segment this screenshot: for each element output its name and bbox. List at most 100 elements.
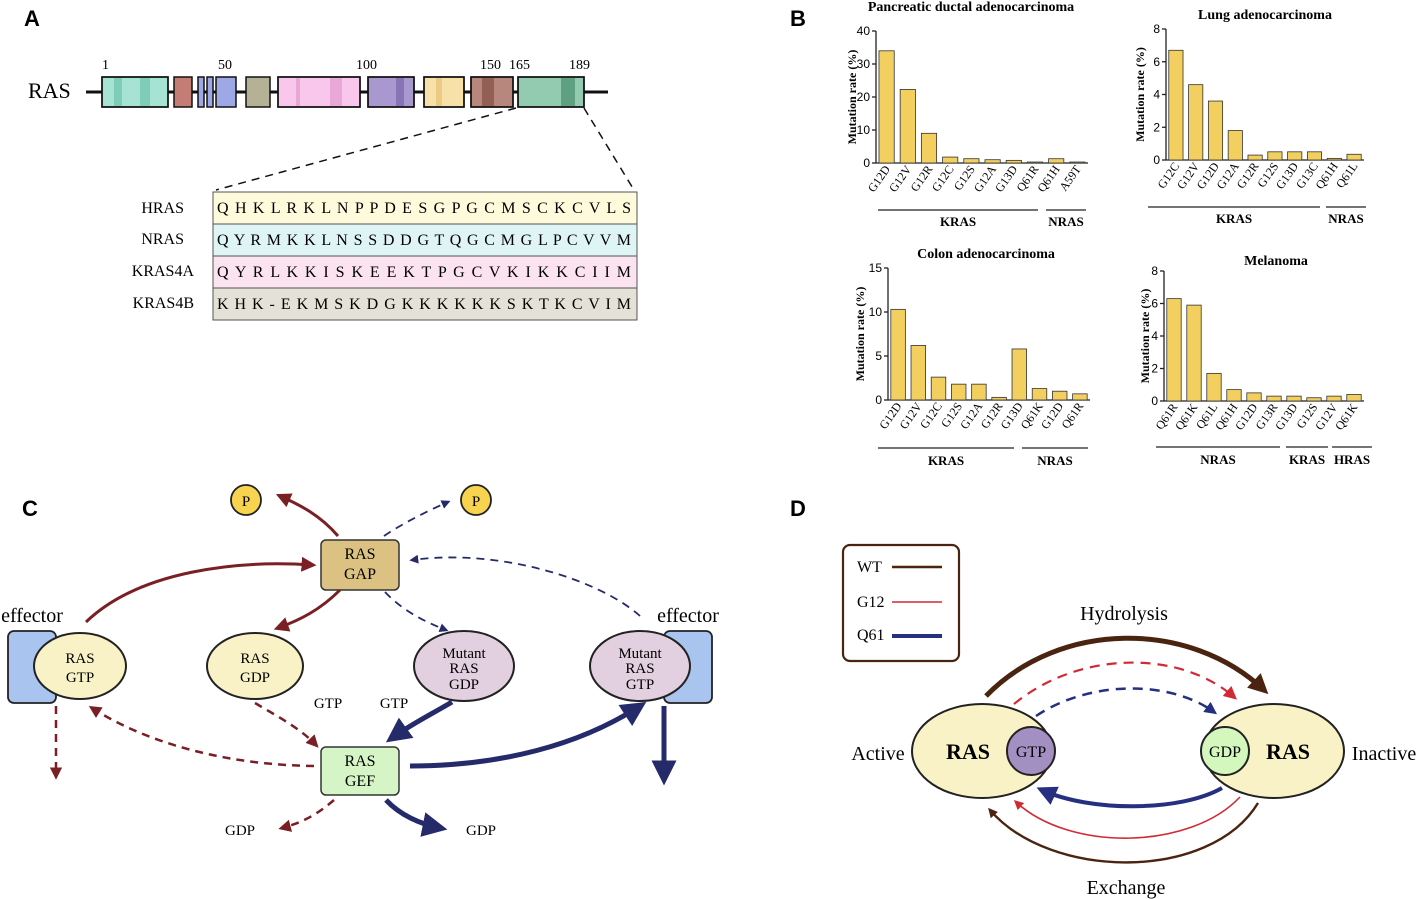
- gene-name-nras: NRAS: [141, 231, 184, 248]
- effector-label-left: effector: [1, 605, 63, 627]
- domain-block: [423, 76, 465, 108]
- mutant-arrows: [383, 500, 677, 837]
- y-tick-label: 0: [1151, 394, 1158, 408]
- ras-gef-label-1: RAS: [344, 753, 375, 770]
- bar-g12a: [1227, 130, 1243, 161]
- bar-g12s: [1267, 151, 1283, 161]
- gef-to-ras-gtp-arrow: [88, 705, 315, 768]
- mutant-ras-gtp-label-2: RAS: [625, 661, 654, 677]
- x-tick-label: Q61H: [1312, 159, 1340, 191]
- y-tick-label: 6: [1153, 55, 1160, 69]
- y-tick-label: 2: [1151, 362, 1158, 376]
- y-tick-label: 8: [1151, 264, 1158, 278]
- gap-to-phosphate-right-arrow: [383, 500, 451, 537]
- domain-block: [206, 76, 214, 108]
- bar-q61r: [1072, 393, 1088, 401]
- hydrolysis-label: Hydrolysis: [1080, 603, 1168, 625]
- bar-g12v: [899, 89, 916, 164]
- x-tick-label: Q61H: [1034, 162, 1062, 194]
- bar-g12v: [1188, 84, 1204, 161]
- y-tick-label: 0: [1153, 153, 1160, 167]
- hydrolysis-g12-arrow: [1013, 661, 1237, 705]
- chart-title: Melanoma: [1244, 254, 1308, 269]
- bar-g12c: [1168, 49, 1184, 161]
- x-tick-label: Q61R: [1058, 400, 1086, 432]
- position-label-165: 165: [509, 58, 530, 73]
- exchange-q61-arrow: [1036, 786, 1223, 809]
- bar-g13d: [1005, 159, 1022, 164]
- bar-g12d: [1246, 392, 1262, 402]
- gtp-bound-circle: [1006, 726, 1056, 776]
- x-tick-label: A59T: [1056, 162, 1084, 194]
- ras-gap-box: [320, 539, 400, 591]
- domain-block: [367, 76, 415, 108]
- mutation-chart-1: Pancreatic ductal adenocarcinomaMutation…: [845, 0, 1088, 229]
- phosphate-left: P: [230, 484, 262, 516]
- group-label: NRAS: [1200, 452, 1235, 467]
- bar-g12s: [951, 383, 967, 401]
- mutant-ras-gtp-node: [589, 630, 691, 702]
- ras-gtp-label-1: RAS: [65, 651, 94, 667]
- gdp-label-left: GDP: [225, 823, 255, 839]
- bar-g12d: [1207, 100, 1224, 161]
- phosphate-label: P: [242, 494, 250, 510]
- bar-g12a: [984, 159, 1001, 164]
- ras-gtp-to-gap-arrow: [84, 556, 317, 624]
- y-axis-label: Mutation rate (%): [1138, 289, 1152, 384]
- phosphate-circle: [460, 484, 492, 516]
- panel-c-letter: C: [22, 496, 38, 521]
- y-tick-label: 6: [1151, 297, 1158, 311]
- x-tick-label: G12V: [886, 162, 914, 194]
- legend-label-wt: WT: [857, 559, 882, 576]
- bar-g13d: [1287, 151, 1303, 161]
- bar-q61r: [1026, 161, 1044, 164]
- alignment-row-kras4b: [212, 287, 638, 321]
- ras-gdp-node: [206, 632, 304, 700]
- legend: WT G12 Q61: [841, 543, 961, 663]
- bar-g12s: [963, 158, 980, 164]
- bar-g12c: [942, 156, 959, 164]
- gtp-bound-label: GTP: [1016, 744, 1046, 761]
- gef-to-gdp-right-arrow: [384, 798, 448, 837]
- group-label: NRAS: [1328, 211, 1363, 226]
- sequence-kras4a: Q Y R L K K I S K E E K T P G C V K I K …: [217, 264, 631, 281]
- x-tick-label: Q61L: [1333, 160, 1361, 191]
- bar-g12r: [920, 132, 938, 164]
- ras-gef-box: [320, 746, 400, 796]
- gdp-bound-label: GDP: [1209, 744, 1241, 761]
- phosphate-circle: [230, 484, 262, 516]
- bar-g12c: [930, 376, 947, 401]
- bar-q61k: [1346, 394, 1362, 402]
- group-label: NRAS: [1037, 453, 1072, 468]
- gdp-bound-circle: [1200, 726, 1250, 776]
- y-tick-label: 0: [875, 393, 882, 407]
- bar-g12a: [971, 383, 987, 401]
- y-axis-label: Mutation rate (%): [1133, 47, 1147, 142]
- ras-gdp-label-2: GDP: [240, 670, 270, 686]
- panel-b: B Pancreatic ductal adenocarcinomaMutati…: [790, 0, 1372, 468]
- group-label: KRAS: [1289, 452, 1325, 467]
- domain-block: [173, 76, 193, 108]
- sequence-kras4b: K H K - E K M S K D G K K K K K K S K T …: [217, 296, 631, 313]
- y-tick-label: 8: [1153, 22, 1160, 36]
- sequence-nras: Q Y R M K K L N S S D D G T Q G C M G L …: [217, 232, 631, 249]
- y-axis-label: Mutation rate (%): [845, 50, 859, 145]
- wt-arrows: [49, 493, 342, 832]
- gap-to-ras-gdp-arrow: [273, 588, 342, 632]
- legend-label-g12: G12: [857, 594, 885, 611]
- bar-g12r: [991, 396, 1007, 401]
- gtp-label-left: GTP: [314, 696, 342, 712]
- y-tick-label: 10: [869, 305, 883, 319]
- bar-g13d: [1011, 348, 1027, 401]
- domain-block: [101, 76, 169, 108]
- gdp-label-right: GDP: [466, 823, 496, 839]
- x-tick-label: G12C: [929, 163, 957, 195]
- panel-d: D WT G12 Q61 Hydrolysis Exchange Active …: [790, 496, 1416, 899]
- gap-to-mutant-gdp-arrow: [384, 591, 449, 632]
- y-tick-label: 20: [857, 90, 871, 104]
- panel-d-letter: D: [790, 496, 806, 521]
- inactive-ras-label: RAS: [1266, 739, 1310, 764]
